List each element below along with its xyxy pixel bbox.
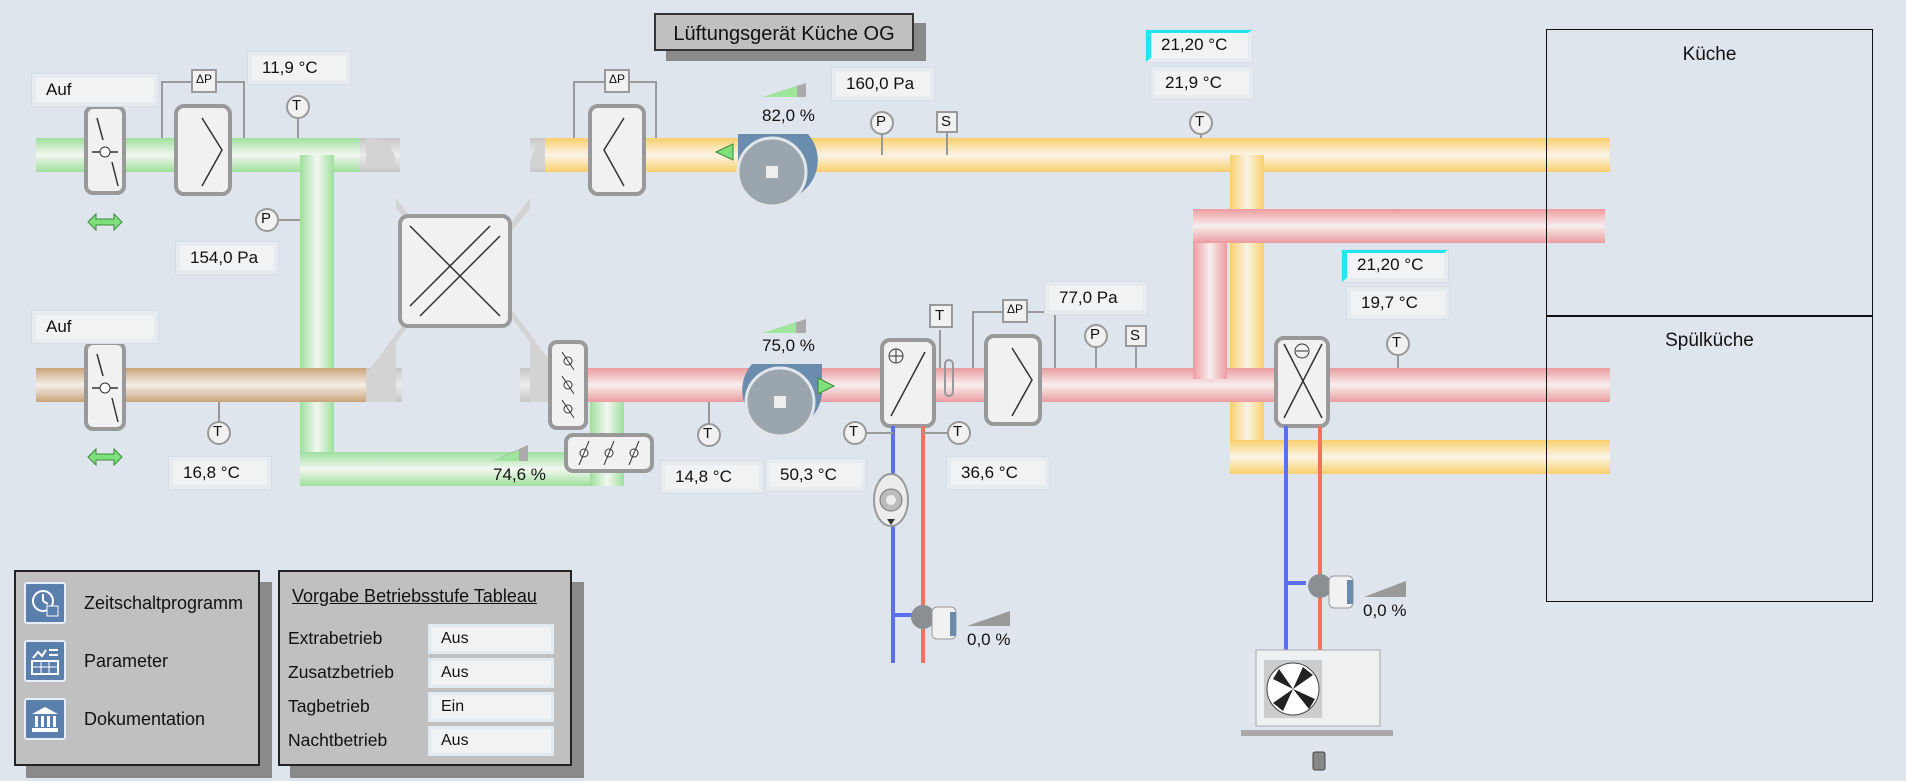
room-kueche-label: Küche [1682, 44, 1737, 65]
temp-sensor-outdoor-label: T [292, 97, 302, 114]
supply-air-pressure: 77,0 Pa [1044, 281, 1148, 315]
nav-parameter[interactable]: Parameter [24, 640, 168, 682]
outdoor-air-pressure: 154,0 Pa [175, 241, 279, 275]
temp-sensor-spuelkueche-label: T [1392, 334, 1402, 351]
outdoor-damper-arrow-icon [87, 212, 123, 232]
frost-sensor-label: T [935, 307, 945, 324]
condensing-unit [1241, 649, 1393, 771]
op-value-extrabetrieb[interactable]: Aus [428, 624, 554, 654]
supply-temp-after-recovery: 14,8 °C [660, 460, 764, 494]
temp-sensor-exhaust-label: T [213, 423, 223, 440]
outdoor-damper-status[interactable]: Auf [31, 73, 159, 107]
temp-sensor-kueche-label: T [1195, 113, 1205, 130]
smoke-sensor-extract-label: S [941, 113, 952, 130]
bypass-position-indicator [493, 445, 528, 461]
room-kueche[interactable]: Küche [1546, 29, 1873, 317]
clock-calendar-icon [24, 582, 66, 624]
pressure-sensor-supply-label: P [1090, 326, 1101, 343]
smoke-sensor-supply-label: S [1130, 327, 1141, 344]
extract-fan-pressure: 160,0 Pa [831, 67, 935, 101]
nav-label: Zeitschaltprogramm [84, 592, 244, 613]
page-title: Lüftungsgerät Küche OG [654, 13, 914, 51]
heating-pump[interactable] [873, 473, 909, 527]
kueche-temperature-setpoint[interactable]: 21,20 °C [1145, 29, 1253, 63]
heater-return-temperature: 36,6 °C [946, 456, 1050, 490]
heating-valve-position: 0,0 % [967, 630, 1011, 649]
cooling-coil [1274, 336, 1330, 650]
op-label-nachtbetrieb: Nachtbetrieb [288, 730, 388, 750]
supply-fan-speed: 75,0 % [762, 336, 815, 355]
outdoor-air-temperature: 11,9 °C [247, 51, 351, 85]
building-docs-icon [24, 698, 66, 740]
bypass-position: 74,6 % [493, 465, 546, 484]
outdoor-damper[interactable] [84, 105, 126, 195]
cooling-valve-indicator [1364, 581, 1406, 597]
dp-extract-filter-label: ΔP [609, 72, 626, 86]
room-spuelkueche[interactable]: Spülküche [1546, 315, 1873, 602]
temp-sensor-return-label: T [953, 423, 963, 440]
op-value-zusatzbetrieb[interactable]: Aus [428, 658, 554, 688]
exhaust-damper-arrow-icon [87, 447, 123, 467]
operation-mode-panel: Vorgabe Betriebsstufe Tableau Extrabetri… [278, 570, 572, 766]
dp-supply-filter-label: ΔP [1007, 302, 1024, 316]
supply-air-duct [560, 209, 1610, 402]
op-value-nachtbetrieb[interactable]: Aus [428, 726, 554, 756]
dp-outdoor-filter-label: ΔP [196, 72, 213, 86]
exhaust-air-temperature: 16,8 °C [168, 456, 272, 490]
extract-filter [573, 69, 657, 196]
supply-filter [972, 299, 1056, 426]
temp-sensor-supply-label: T [703, 425, 713, 442]
heating-valve-indicator [967, 611, 1010, 626]
cooling-valve[interactable] [1308, 574, 1354, 609]
nav-label: Parameter [84, 650, 169, 671]
temp-sensor-flow-label: T [849, 423, 859, 440]
op-value-tagbetrieb[interactable]: Ein [428, 692, 554, 722]
exhaust-damper[interactable] [84, 341, 126, 431]
extract-fan[interactable] [714, 134, 818, 208]
heater-flow-temperature: 50,3 °C [765, 458, 867, 492]
nav-label: Dokumentation [84, 708, 206, 729]
parameter-chart-icon [24, 640, 66, 682]
nav-zeitschaltprogramm[interactable]: Zeitschaltprogramm [24, 582, 243, 624]
pressure-sensor-extract-label: P [876, 113, 887, 130]
op-label-extrabetrieb: Extrabetrieb [288, 628, 383, 648]
extract-fan-speed: 82,0 % [762, 106, 815, 125]
sensors [207, 95, 1410, 447]
kueche-temperature-actual: 21,9 °C [1150, 66, 1254, 100]
op-label-tagbetrieb: Tagbetrieb [288, 696, 370, 716]
cooling-valve-position: 0,0 % [1363, 601, 1407, 620]
spuelkueche-temperature-actual: 19,7 °C [1346, 286, 1450, 320]
extract-fan-speed-indicator [763, 83, 806, 97]
navigation-panel: Zeitschaltprogramm Parameter Dokumentati… [14, 570, 260, 766]
bypass-damper[interactable] [548, 340, 588, 430]
spuelkueche-temperature-setpoint[interactable]: 21,20 °C [1341, 249, 1449, 283]
recirculation-damper[interactable] [564, 433, 654, 473]
exhaust-damper-status[interactable]: Auf [31, 310, 159, 344]
outdoor-filter [161, 69, 245, 196]
heating-valve[interactable] [911, 605, 957, 640]
supply-fan[interactable] [742, 364, 836, 438]
pressure-sensor-outdoor-label: P [261, 210, 272, 227]
op-label-zusatzbetrieb: Zusatzbetrieb [288, 662, 395, 682]
room-spuelkueche-label: Spülküche [1665, 330, 1754, 351]
operation-mode-title: Vorgabe Betriebsstufe Tableau [292, 586, 537, 606]
heat-exchanger [398, 214, 512, 328]
supply-fan-speed-indicator [763, 319, 806, 333]
nav-dokumentation[interactable]: Dokumentation [24, 698, 205, 740]
